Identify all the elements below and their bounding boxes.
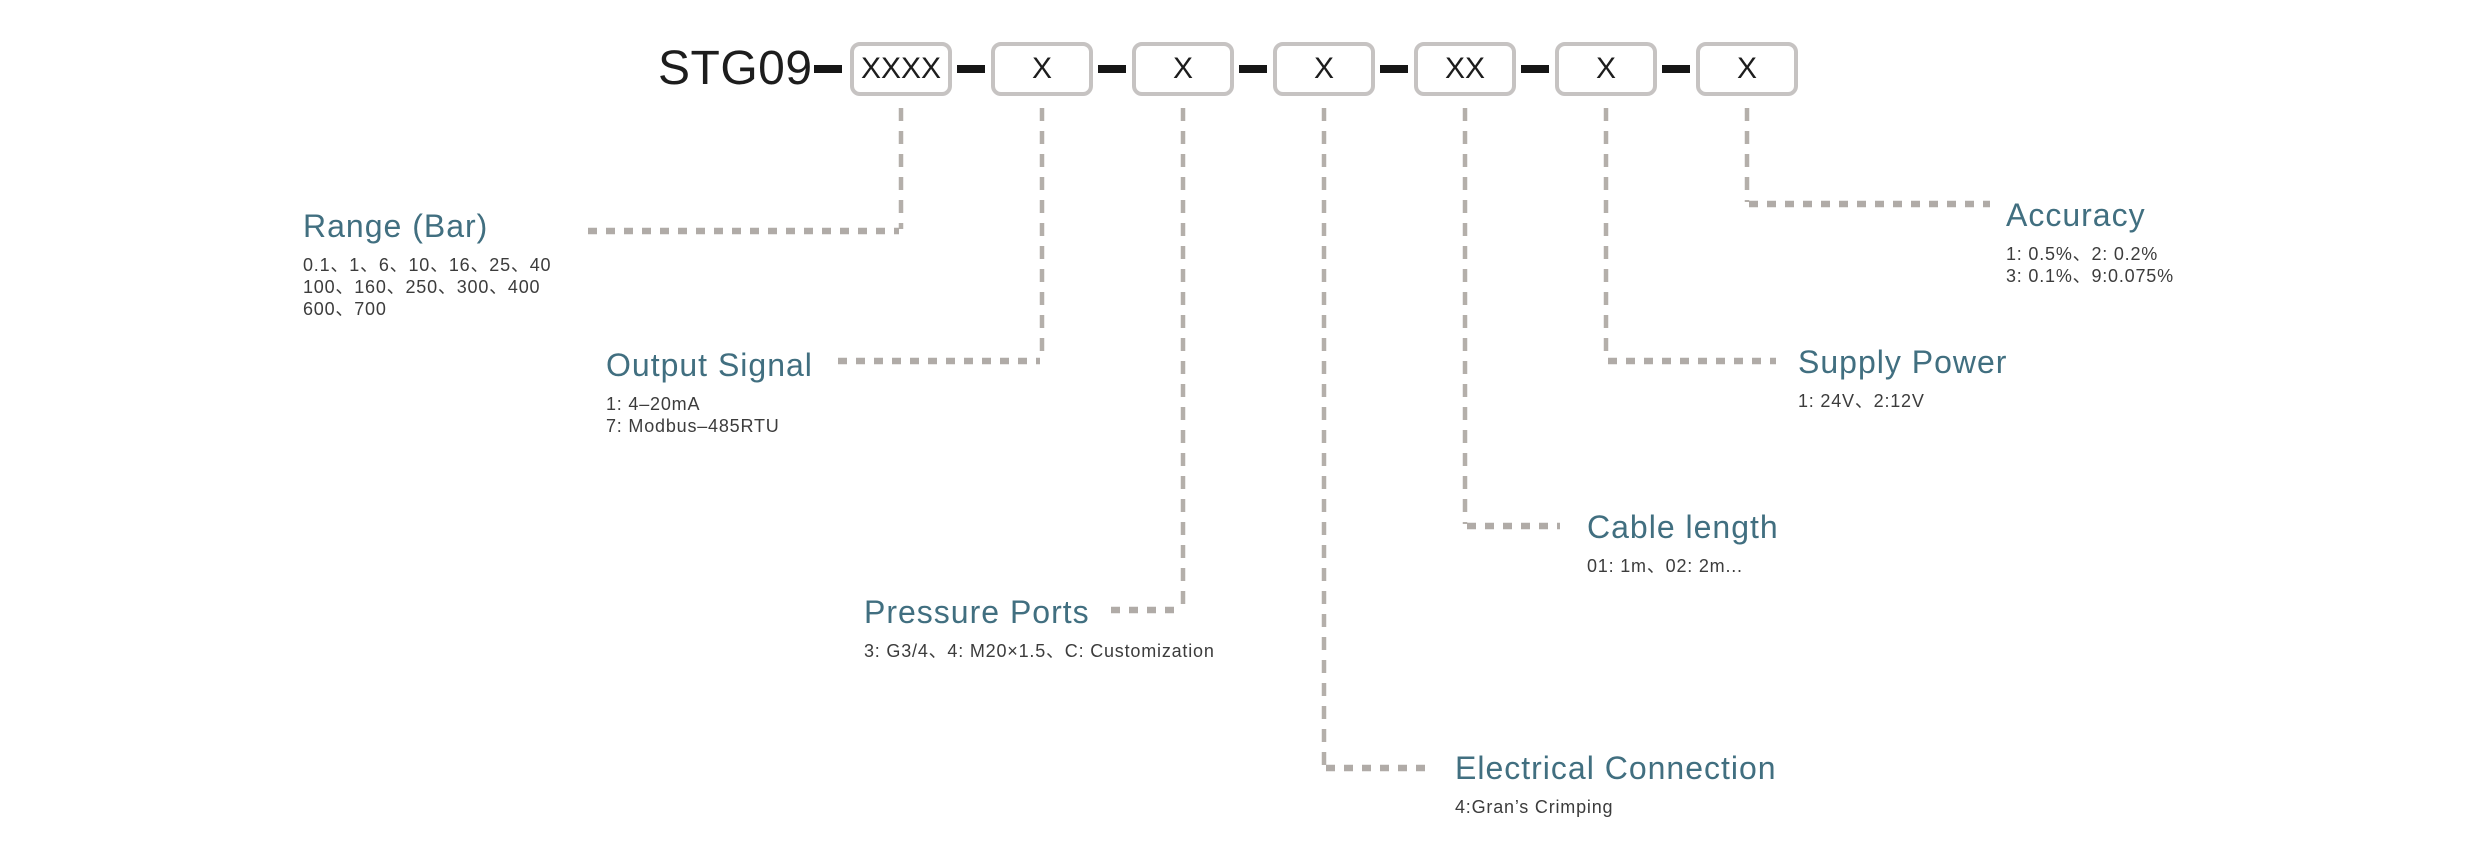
model-code: STG09	[658, 42, 813, 95]
section-range: Range (Bar) 0.1、1、6、10、16、25、40 100、160、…	[303, 210, 551, 320]
section-electrical-connection-label: Electrical Connection	[1455, 750, 1777, 786]
separator-dash	[957, 65, 985, 73]
section-accuracy-value-line: 1: 0.5%、2: 0.2%	[2006, 244, 2159, 264]
section-output-signal-value-line: 1: 4–20mA	[606, 394, 701, 414]
separator-dash	[1239, 65, 1267, 73]
section-supply-power-values: 1: 24V、2:12V	[1798, 390, 2007, 412]
section-output-signal-label: Output Signal	[606, 347, 813, 383]
code-box-pressure-ports: X	[1132, 42, 1234, 96]
section-accuracy-value-line: 3: 0.1%、9:0.075%	[2006, 266, 2174, 286]
section-range-value-line: 0.1、1、6、10、16、25、40	[303, 255, 552, 275]
section-output-signal: Output Signal 1: 4–20mA 7: Modbus–485RTU	[606, 349, 813, 437]
section-range-label: Range (Bar)	[303, 208, 489, 244]
section-pressure-ports-value-line: 3: G3/4、4: M20×1.5、C: Customization	[864, 641, 1215, 661]
section-cable-length-value-line: 01: 1m、02: 2m...	[1587, 556, 1743, 576]
section-range-value-line: 100、160、250、300、400	[303, 277, 541, 297]
section-accuracy-label: Accuracy	[2006, 197, 2146, 233]
section-supply-power-label: Supply Power	[1798, 344, 2008, 380]
section-supply-power-value-line: 1: 24V、2:12V	[1798, 391, 1925, 411]
section-pressure-ports: Pressure Ports 3: G3/4、4: M20×1.5、C: Cus…	[864, 596, 1215, 662]
code-box-range: XXXX	[850, 42, 952, 96]
section-output-signal-value-line: 7: Modbus–485RTU	[606, 416, 780, 436]
section-electrical-connection-values: 4:Gran’s Crimping	[1455, 796, 1777, 818]
section-accuracy: Accuracy 1: 0.5%、2: 0.2% 3: 0.1%、9:0.075…	[2006, 199, 2174, 287]
section-pressure-ports-label: Pressure Ports	[864, 594, 1090, 630]
section-range-value-line: 600、700	[303, 299, 387, 319]
section-electrical-connection-value-line: 4:Gran’s Crimping	[1455, 797, 1614, 817]
separator-dash	[1380, 65, 1408, 73]
section-electrical-connection: Electrical Connection 4:Gran’s Crimping	[1455, 752, 1777, 818]
code-box-output-signal: X	[991, 42, 1093, 96]
code-box-accuracy: X	[1696, 42, 1798, 96]
section-accuracy-values: 1: 0.5%、2: 0.2% 3: 0.1%、9:0.075%	[2006, 243, 2174, 287]
section-supply-power: Supply Power 1: 24V、2:12V	[1798, 346, 2007, 412]
section-cable-length-values: 01: 1m、02: 2m...	[1587, 555, 1779, 577]
separator-dash	[1662, 65, 1690, 73]
section-output-signal-values: 1: 4–20mA 7: Modbus–485RTU	[606, 393, 813, 437]
section-cable-length-label: Cable length	[1587, 509, 1779, 545]
code-box-cable-length: XX	[1414, 42, 1516, 96]
separator-dash	[1521, 65, 1549, 73]
separator-dash	[814, 65, 842, 73]
section-pressure-ports-values: 3: G3/4、4: M20×1.5、C: Customization	[864, 640, 1215, 662]
separator-dash	[1098, 65, 1126, 73]
section-cable-length: Cable length 01: 1m、02: 2m...	[1587, 511, 1779, 577]
code-box-supply-power: X	[1555, 42, 1657, 96]
code-box-electrical-connection: X	[1273, 42, 1375, 96]
section-range-values: 0.1、1、6、10、16、25、40 100、160、250、300、400 …	[303, 254, 551, 320]
